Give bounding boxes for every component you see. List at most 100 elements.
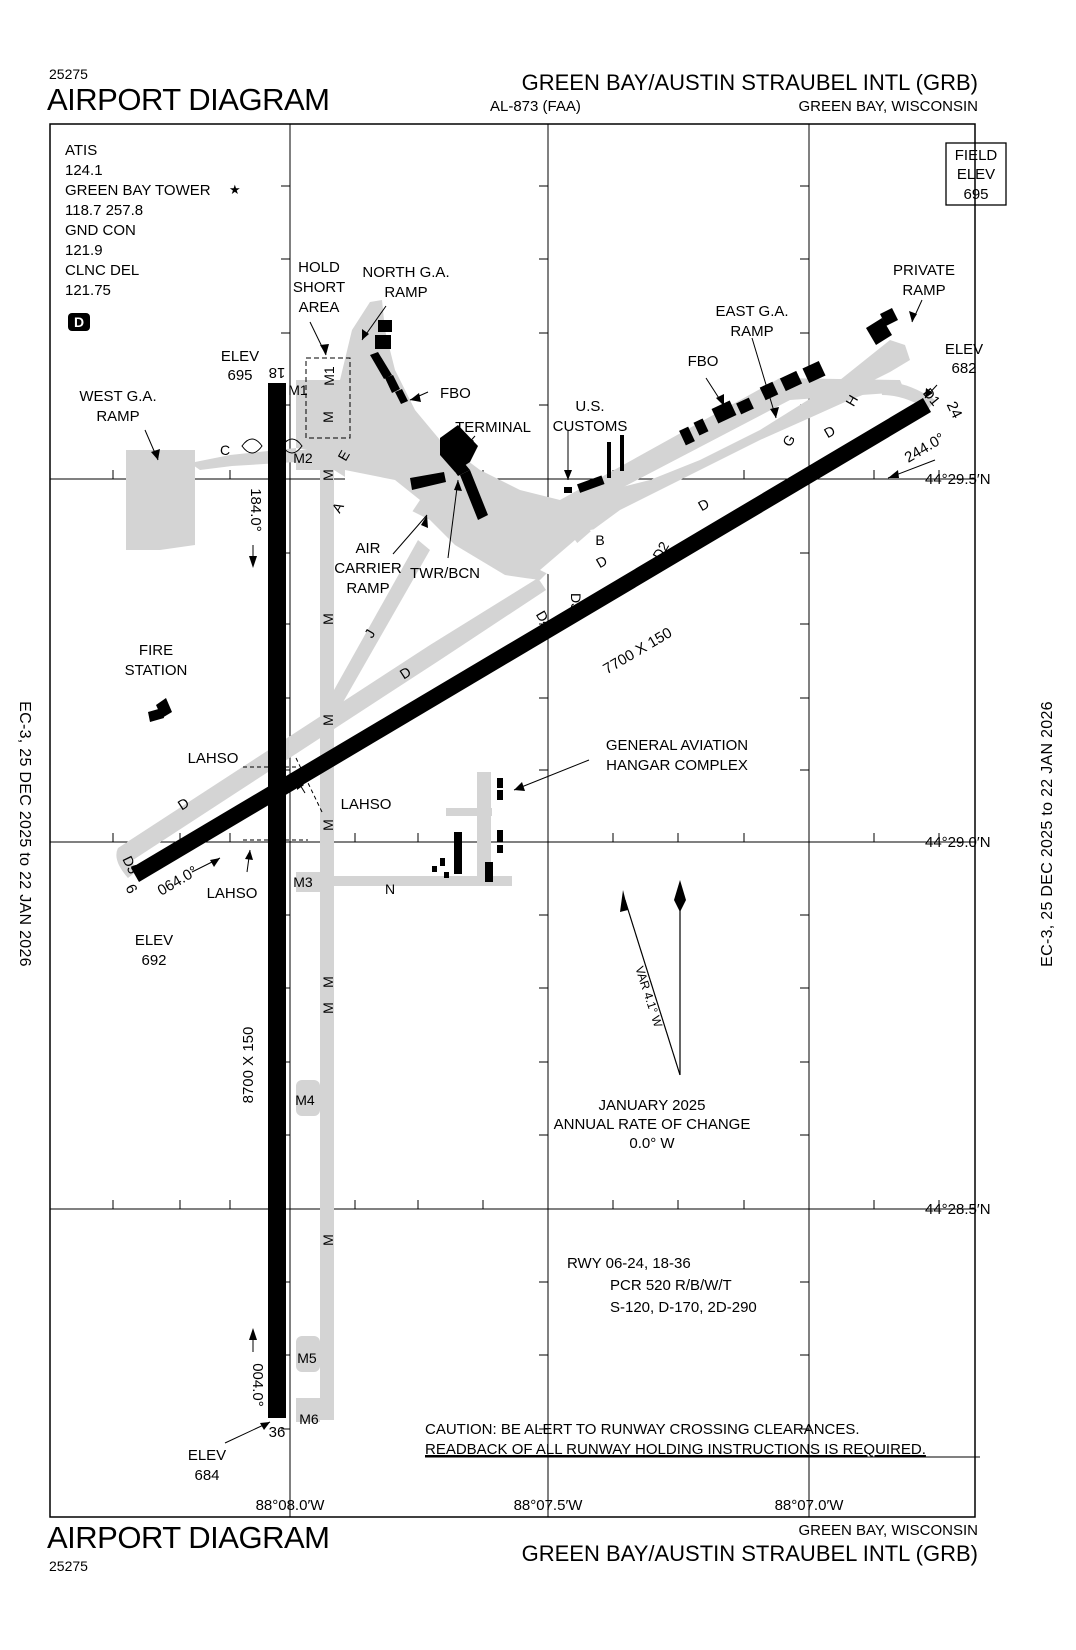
footer-airport-name: GREEN BAY/AUSTIN STRAUBEL INTL (GRB) bbox=[521, 1541, 978, 1566]
fbo-east-label: FBO bbox=[688, 353, 719, 370]
west-ga-ramp-pavement bbox=[126, 450, 195, 550]
taxiway-label-m: M bbox=[320, 1002, 336, 1014]
hangar bbox=[444, 872, 449, 878]
runway-info-1: RWY 06-24, 18-36 bbox=[567, 1255, 691, 1272]
runway-06-24 bbox=[131, 398, 931, 882]
caution-line-1: CAUTION: BE ALERT TO RUNWAY CROSSING CLE… bbox=[425, 1421, 860, 1438]
tower-freq: 118.7 257.8 bbox=[65, 202, 143, 219]
var-label: VAR 4.1° W bbox=[632, 965, 665, 1030]
taxiway-label-g: G bbox=[779, 432, 798, 449]
building bbox=[679, 426, 695, 446]
runway-info-3: S-120, D-170, 2D-290 bbox=[610, 1299, 757, 1316]
runway-end-24: 24 bbox=[943, 399, 966, 421]
lahso-label: LAHSO bbox=[341, 796, 392, 813]
taxiway-label-m: M bbox=[320, 613, 336, 625]
taxiway-label-d2: D2 bbox=[649, 539, 672, 563]
west-ga-ramp-label-2: RAMP bbox=[96, 408, 139, 425]
hdg-24: 244.0° bbox=[902, 430, 948, 467]
terminal-label: TERMINAL bbox=[455, 419, 531, 436]
hold-short-label-1: HOLD bbox=[298, 259, 340, 276]
runway-end-18: 18 bbox=[269, 364, 286, 381]
d-badge-bg bbox=[68, 313, 90, 331]
taxiway-m4-connector bbox=[296, 1080, 320, 1116]
hold-short-label-2: SHORT bbox=[293, 279, 345, 296]
private-ramp-building bbox=[880, 308, 898, 326]
fire-station-label-1: FIRE bbox=[139, 642, 173, 659]
elev-18-label: ELEV bbox=[221, 348, 259, 365]
ga-complex-lane bbox=[446, 808, 492, 816]
runway-18-36-dims: 8700 X 150 bbox=[240, 1027, 257, 1104]
hangar bbox=[440, 858, 445, 866]
runway-info-2: PCR 520 R/B/W/T bbox=[610, 1277, 732, 1294]
private-ramp-label-2: RAMP bbox=[902, 282, 945, 299]
building bbox=[385, 375, 400, 393]
taxiway-label-m: M bbox=[320, 469, 336, 481]
building bbox=[375, 335, 391, 349]
taxiway-label-m1: M1 bbox=[288, 382, 308, 398]
customs-building bbox=[564, 487, 572, 493]
elev-6-label: ELEV bbox=[135, 932, 173, 949]
terminal-concourse bbox=[410, 472, 446, 490]
field-elev-value: 695 bbox=[963, 186, 988, 203]
procedure-id: AL-873 (FAA) bbox=[490, 98, 581, 115]
east-ga-ramp-label-2: RAMP bbox=[730, 323, 773, 340]
west-ga-ramp-label-1: WEST G.A. bbox=[79, 388, 156, 405]
runway-end-6: 6 bbox=[122, 882, 141, 897]
hangar bbox=[497, 830, 503, 842]
field-elev-box bbox=[945, 142, 1007, 206]
taxiway-label-d5: D5 bbox=[119, 853, 141, 876]
hdg-18: 184.0° bbox=[247, 488, 264, 532]
airport-city: GREEN BAY, WISCONSIN bbox=[798, 98, 978, 115]
ga-hangar-label-2: HANGAR COMPLEX bbox=[606, 757, 748, 774]
tower-label: GREEN BAY TOWER bbox=[65, 182, 211, 199]
lat-label-1: 44°29.5′N bbox=[925, 471, 991, 488]
true-north-arrow bbox=[674, 880, 686, 912]
clnc-freq: 121.75 bbox=[65, 282, 111, 299]
taxiway-j bbox=[334, 540, 430, 718]
taxiway-label-m: M bbox=[320, 411, 336, 423]
hangar bbox=[497, 790, 503, 800]
taxiway-label-d: D bbox=[695, 495, 712, 514]
taxiway-label-n: N bbox=[385, 881, 395, 897]
north-ga-ramp-label-2: RAMP bbox=[384, 284, 427, 301]
taxiway-label-c: C bbox=[220, 442, 230, 458]
hangar bbox=[485, 862, 493, 882]
taxiway-label-m: M bbox=[320, 976, 336, 988]
taxiway-m bbox=[320, 440, 334, 1420]
taxiway-label-m: M bbox=[320, 819, 336, 831]
apron-islands bbox=[345, 470, 650, 580]
taxiway-m2-connector bbox=[296, 450, 320, 470]
atis-label: ATIS bbox=[65, 142, 97, 159]
taxiway-label-m4: M4 bbox=[295, 1092, 315, 1108]
rate-value: 0.0° W bbox=[629, 1135, 675, 1152]
us-customs-label-2: CUSTOMS bbox=[553, 418, 628, 435]
footer-city: GREEN BAY, WISCONSIN bbox=[798, 1522, 978, 1539]
terminal-connector bbox=[448, 458, 470, 476]
elev-36-label: ELEV bbox=[188, 1447, 226, 1464]
taxiway-m6-connector bbox=[296, 1398, 320, 1422]
taxiway-label-m5: M5 bbox=[297, 1350, 317, 1366]
lahso-label: LAHSO bbox=[207, 885, 258, 902]
atis-freq: 124.1 bbox=[65, 162, 103, 179]
north-arrows bbox=[620, 880, 686, 1076]
caution-line-2: READBACK OF ALL RUNWAY HOLDING INSTRUCTI… bbox=[425, 1441, 926, 1458]
airport-name: GREEN BAY/AUSTIN STRAUBEL INTL (GRB) bbox=[521, 70, 978, 95]
runways bbox=[131, 383, 931, 1418]
hangar bbox=[432, 866, 437, 872]
taxiway-m5-connector bbox=[296, 1336, 320, 1372]
taxiway-label-m1-rot: M1 bbox=[321, 366, 337, 386]
footer-title: AIRPORT DIAGRAM bbox=[47, 1520, 330, 1555]
taxiway-label-m6: M6 bbox=[299, 1411, 319, 1427]
footer-chart-number: 25275 bbox=[49, 1558, 88, 1574]
chart-number: 25275 bbox=[49, 66, 88, 82]
callout-arrowheads bbox=[151, 311, 933, 1430]
air-carrier-ramp-label-1: AIR bbox=[355, 540, 380, 557]
terminal-building bbox=[440, 425, 478, 472]
taxiway-label-m: M bbox=[320, 1234, 336, 1246]
lon-label-3: 88°07.0′W bbox=[775, 1497, 845, 1514]
fire-station-building bbox=[148, 708, 164, 722]
east-ga-ramp-label-1: EAST G.A. bbox=[715, 303, 788, 320]
hold-short-area-box bbox=[305, 357, 351, 439]
building bbox=[802, 360, 826, 384]
d-badge: D bbox=[74, 314, 84, 330]
